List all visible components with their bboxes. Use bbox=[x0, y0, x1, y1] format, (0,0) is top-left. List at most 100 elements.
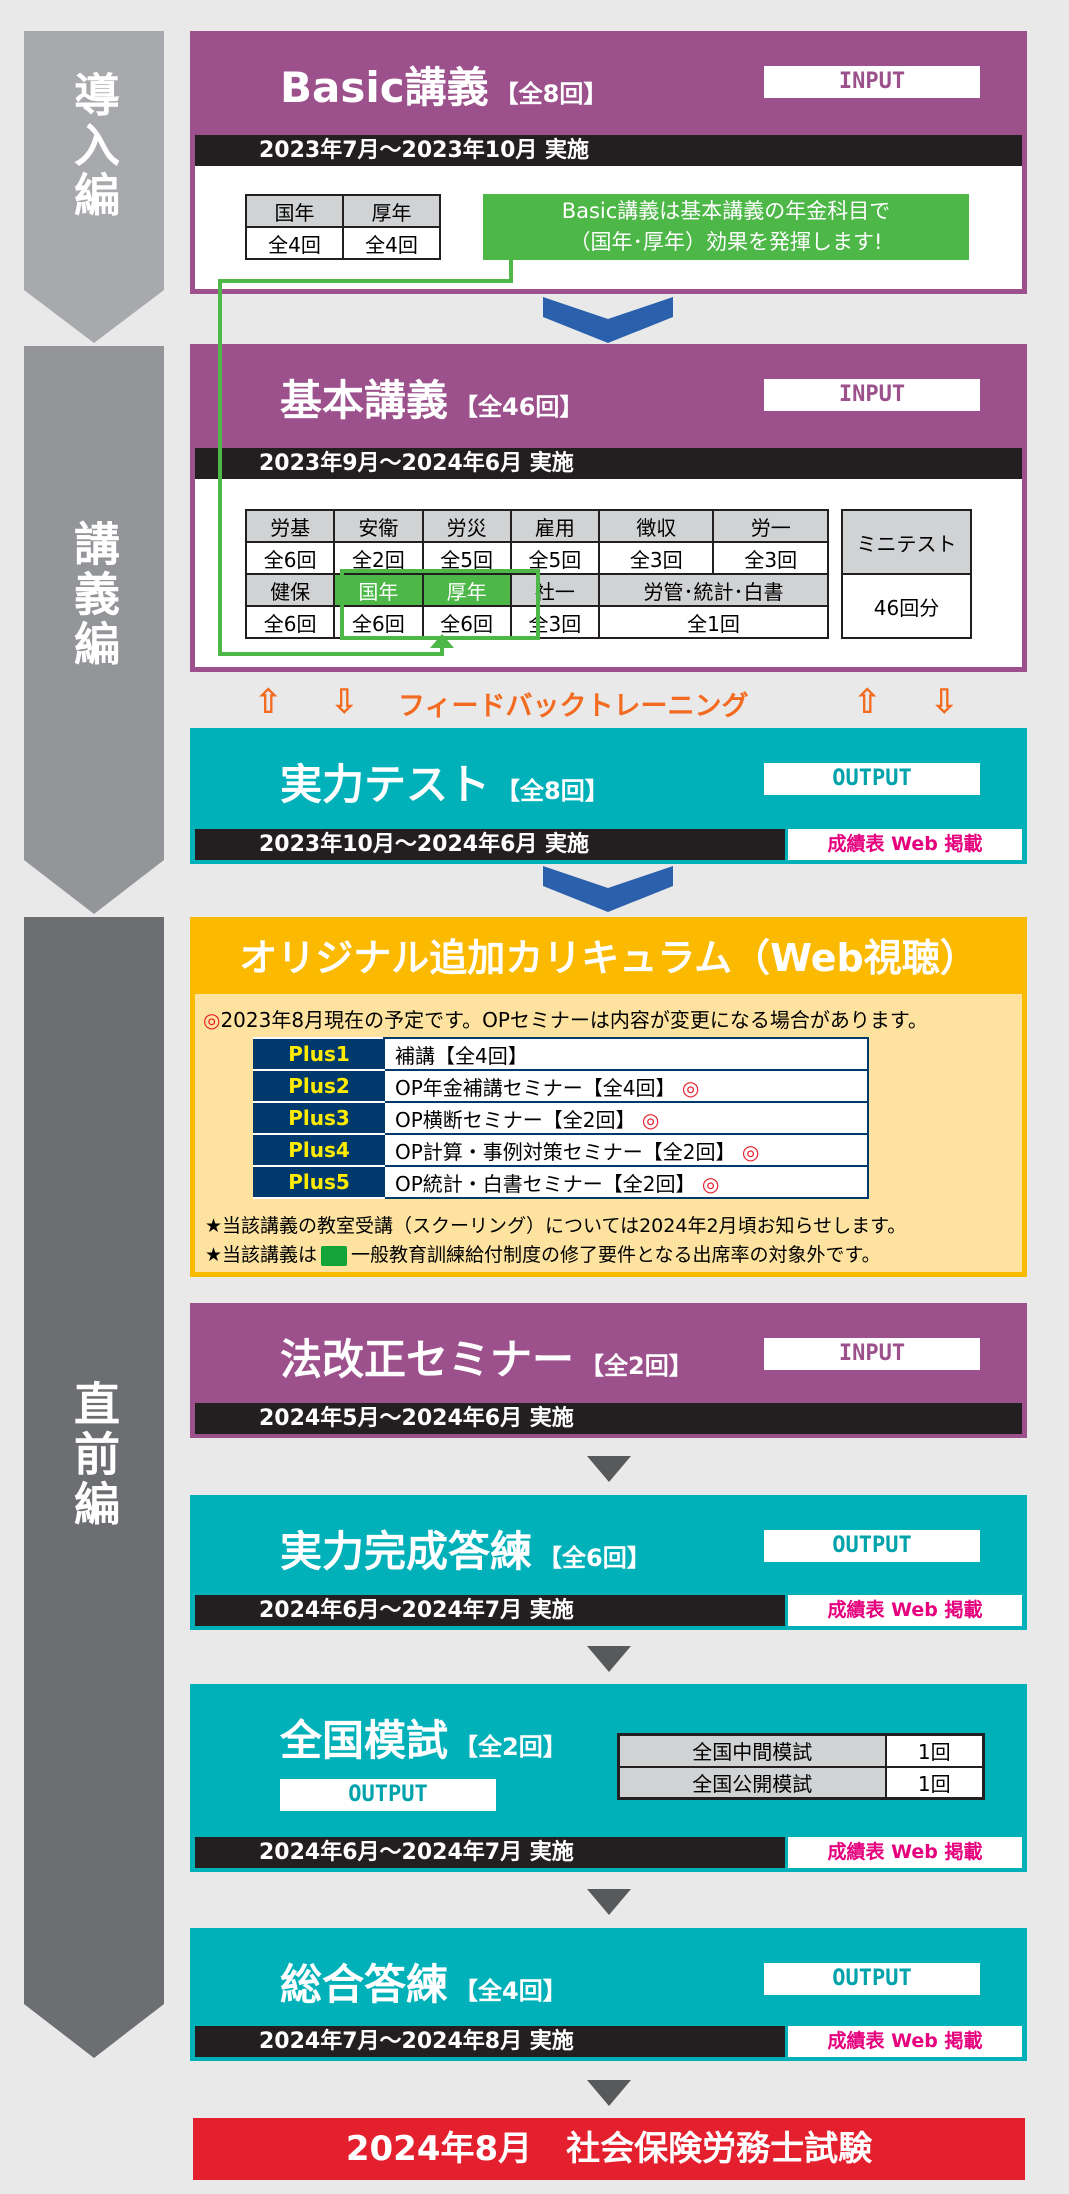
up-arrow-icon: ⇧ bbox=[853, 682, 882, 722]
basic-table-headers-1: 厚年 bbox=[342, 194, 441, 228]
kihon-row2-headers-4: 労管･統計･白書 bbox=[598, 573, 829, 607]
kansei-count: 【全6回】 bbox=[538, 1544, 651, 1572]
basic-table-values-0: 全4回 bbox=[245, 226, 344, 260]
input-tag: INPUT bbox=[764, 379, 980, 411]
kihon-row2-values-2: 全6回 bbox=[421, 605, 512, 639]
kihon-row1-headers-5: 労一 bbox=[712, 509, 829, 543]
original-plus-2-label: Plus3 bbox=[253, 1101, 385, 1135]
input-tag: INPUT bbox=[764, 1338, 980, 1370]
date-bar: 2024年6月～2024年7月 実施 bbox=[195, 1595, 785, 1626]
moshi-count: 【全2回】 bbox=[454, 1733, 567, 1761]
phase-intro: 導入編 bbox=[24, 31, 164, 221]
original-mark: ◎ bbox=[203, 1008, 221, 1032]
down-triangle-icon bbox=[587, 1889, 631, 1915]
kihon-row2-headers-2: 厚年 bbox=[421, 573, 512, 607]
output-tag: OUTPUT bbox=[764, 763, 980, 795]
up-arrow-icon: ⇧ bbox=[254, 682, 283, 722]
basic-note: Basic講義は基本講義の年金科目で （国年･厚年）効果を発揮します! bbox=[483, 194, 969, 260]
kihon-row1-headers-4: 徴収 bbox=[597, 509, 715, 543]
moshi-rows-1-count: 1回 bbox=[884, 1765, 985, 1800]
comprehensive-drill-card: 総合答練【全4回】 OUTPUT 2024年7月～2024年8月 実施 成績表 … bbox=[190, 1928, 1027, 2061]
minitest-box: ミニテスト 46回分 bbox=[841, 509, 972, 639]
kihon-row1-headers-2: 労災 bbox=[421, 509, 512, 543]
original-title: オリジナル追加カリキュラム（Web視聴） bbox=[195, 922, 1022, 994]
date-bar: 2023年10月～2024年6月 実施 bbox=[195, 829, 785, 860]
date-bar: 2024年5月～2024年6月 実施 bbox=[195, 1403, 1022, 1434]
original-plus-2-text: OP横断セミナー【全2回】 bbox=[395, 1107, 636, 1132]
basic-title: Basic講義 bbox=[280, 63, 489, 112]
jitsuryoku-title: 実力テスト bbox=[280, 760, 491, 809]
feedback-label: フィードバックトレーニング bbox=[398, 691, 749, 722]
subject-table: 労基安衛労災雇用徴収労一 全6回全2回全5回全5回全3回全3回 健保国年厚年社一… bbox=[244, 509, 829, 639]
moshi-title: 全国模試 bbox=[280, 1716, 449, 1765]
original-star2b: 一般教育訓練給付制度の修了要件となる出席率の対象外です。 bbox=[351, 1244, 881, 1266]
date-bar: 2023年9月～2024年6月 実施 bbox=[195, 448, 1022, 479]
original-plus-3-label: Plus4 bbox=[253, 1133, 385, 1167]
kihon-row2-values-4: 全1回 bbox=[598, 605, 829, 639]
down-triangle-icon bbox=[587, 1646, 631, 1672]
kihon-row1-headers-1: 安衛 bbox=[333, 509, 424, 543]
original-star2a: ★当該講義は bbox=[205, 1244, 318, 1266]
date-bar: 2024年6月～2024年7月 実施 bbox=[195, 1837, 785, 1868]
skill-test-card: 実力テスト【全8回】 OUTPUT 2023年10月～2024年6月 実施 成績… bbox=[190, 728, 1027, 864]
kihon-row2-headers-0: 健保 bbox=[244, 573, 336, 607]
basic-note-1: （国年･厚年）効果を発揮します! bbox=[569, 230, 883, 254]
basic-table-values-1: 全4回 bbox=[342, 226, 441, 260]
kihon-minitest-value: 46回分 bbox=[841, 573, 972, 639]
phases-2: 直前編 bbox=[67, 1380, 121, 1530]
basic-lecture-card: Basic講義【全8回】 INPUT 2023年7月～2023年10月 実施 国… bbox=[190, 31, 1027, 294]
results-web-badge: 成績表 Web 掲載 bbox=[788, 1837, 1022, 1868]
phase-lecture: 講義編 bbox=[24, 480, 164, 670]
kihon-row2-values-1: 全6回 bbox=[333, 605, 424, 639]
original-plus-4-mark: ◎ bbox=[701, 1171, 720, 1196]
kihon-row1-values-0: 全6回 bbox=[244, 541, 336, 575]
sogo-title: 総合答練 bbox=[280, 1960, 449, 2009]
kihon-row1-values-2: 全5回 bbox=[421, 541, 512, 575]
basic-count: 【全8回】 bbox=[494, 80, 608, 108]
schedule-note: ◎2023年8月現在の予定です。OPセミナーは内容が変更になる場合があります。 bbox=[203, 1004, 928, 1033]
kihon-row1-values-5: 全3回 bbox=[712, 541, 829, 575]
education-benefit-icon bbox=[321, 1245, 348, 1266]
kihon-row1-headers-0: 労基 bbox=[244, 509, 336, 543]
date-bar: 2024年7月～2024年8月 実施 bbox=[195, 2026, 785, 2057]
original-star1: ★当該講義の教室受講（スクーリング）については2024年2月頃お知らせします。 bbox=[205, 1215, 907, 1237]
results-web-badge: 成績表 Web 掲載 bbox=[788, 1595, 1022, 1626]
moshi-rows-1-name: 全国公開模試 bbox=[617, 1765, 887, 1800]
original-plus-1-text: OP年金補講セミナー【全4回】 bbox=[395, 1075, 676, 1100]
phases-1: 講義編 bbox=[67, 520, 121, 670]
kihon-row1-headers-3: 雇用 bbox=[509, 509, 601, 543]
chevron-down-icon bbox=[543, 297, 673, 343]
output-tag: OUTPUT bbox=[764, 1530, 980, 1562]
kihon-title: 基本講義 bbox=[280, 376, 449, 425]
original-note: 2023年8月現在の予定です。OPセミナーは内容が変更になる場合があります。 bbox=[220, 1008, 928, 1032]
kihon-row2-headers-1: 国年 bbox=[333, 573, 424, 607]
card-title: Basic講義【全8回】 bbox=[280, 54, 607, 115]
exam-banner: 2024年8月 社会保険労務士試験 bbox=[193, 2118, 1025, 2180]
kihon-row2-values-3: 全3回 bbox=[509, 605, 601, 639]
date-bar: 2023年7月～2023年10月 実施 bbox=[195, 135, 1022, 166]
basic-note-0: Basic講義は基本講義の年金科目で bbox=[561, 199, 891, 223]
sogo-count: 【全4回】 bbox=[454, 1977, 567, 2005]
kihon-minitest-label: ミニテスト bbox=[841, 509, 972, 575]
chevron-down-icon bbox=[543, 866, 673, 912]
kihon-count: 【全46回】 bbox=[454, 393, 584, 421]
completion-drill-card: 実力完成答練【全6回】 OUTPUT 2024年6月～2024年7月 実施 成績… bbox=[190, 1495, 1027, 1630]
results-web-badge: 成績表 Web 掲載 bbox=[788, 2026, 1022, 2057]
output-tag: OUTPUT bbox=[764, 1963, 980, 1995]
down-triangle-icon bbox=[587, 1456, 631, 1482]
kihon-row1-values-3: 全5回 bbox=[509, 541, 601, 575]
original-plus-3-mark: ◎ bbox=[741, 1139, 760, 1164]
down-arrow-icon: ⇩ bbox=[330, 682, 359, 722]
original-curriculum-box: オリジナル追加カリキュラム（Web視聴） ◎2023年8月現在の予定です。OPセ… bbox=[190, 917, 1027, 1277]
basic-course-card: 基本講義【全46回】 INPUT 2023年9月～2024年6月 実施 労基安衛… bbox=[190, 344, 1027, 672]
phase-final: 直前編 bbox=[24, 1340, 164, 1530]
hokaisei-title: 法改正セミナー bbox=[280, 1335, 575, 1384]
kihon-row2-headers-3: 社一 bbox=[509, 573, 601, 607]
input-tag: INPUT bbox=[764, 66, 980, 98]
original-plus-0-text: 補講【全4回】 bbox=[395, 1043, 528, 1068]
kihon-row2-values-0: 全6回 bbox=[244, 605, 336, 639]
down-arrow-icon: ⇩ bbox=[930, 682, 959, 722]
